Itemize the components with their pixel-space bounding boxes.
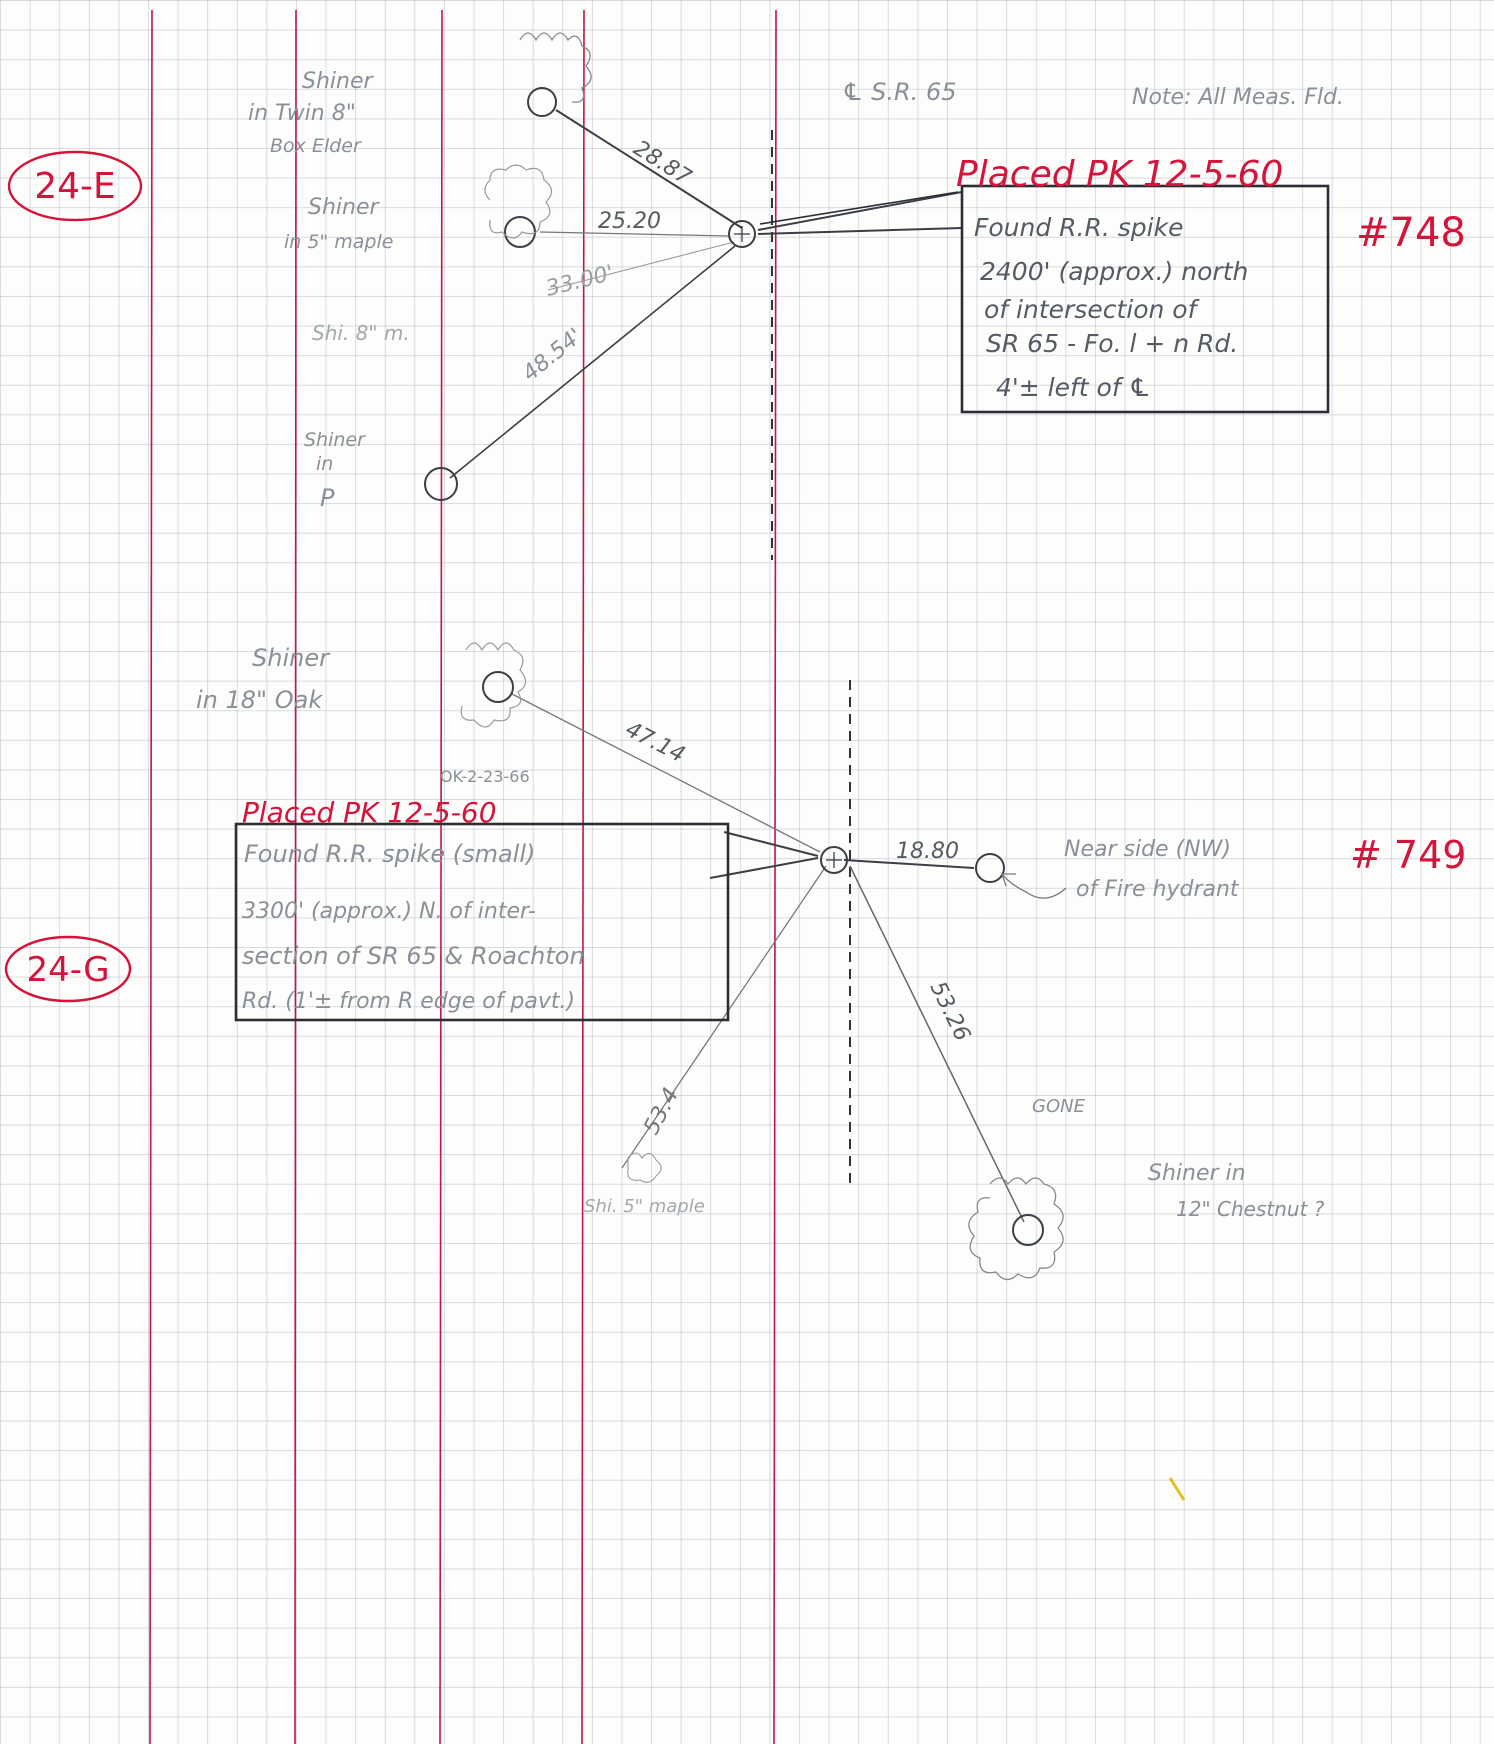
- ruling-line: [581, 9, 585, 1744]
- ref-point-18in-oak: [482, 671, 514, 703]
- station-748-sketch: [424, 32, 1330, 501]
- leader-line: [757, 227, 963, 235]
- tree-canopy-sketch: [484, 164, 553, 239]
- station-number-749: # 749: [1350, 833, 1466, 877]
- ref-point-fire-hydrant: [975, 853, 1005, 883]
- ref-label: in Twin 8": [248, 101, 356, 126]
- box-line: Found R.R. spike (small): [244, 840, 535, 868]
- ref-point-box-elder: [527, 87, 557, 117]
- station-749-distances: 47.14 18.80 53.26 53.4: [621, 717, 974, 1139]
- tie-line-8in-maple: [547, 241, 735, 291]
- ref-label: Shi. 5" maple: [584, 1196, 705, 1217]
- station-number-748: #748: [1356, 210, 1466, 256]
- distance-label: 18.80: [896, 839, 959, 864]
- station-749-sketch: [234, 642, 1067, 1281]
- ref-point-chestnut: [1012, 1214, 1044, 1246]
- pk-point-749: [820, 846, 848, 874]
- centerline-label: ℄ S.R. 65: [842, 78, 956, 106]
- tie-line-chestnut: [849, 865, 1025, 1223]
- station-748-ref-labels: Shiner in Twin 8" Box Elder Shiner in 5"…: [248, 69, 410, 512]
- tree-canopy-sketch: [968, 1177, 1064, 1281]
- ruling-line: [773, 9, 777, 1744]
- ref-label: Shiner: [252, 644, 331, 672]
- distance-label: 25.20: [598, 209, 661, 234]
- ref-label: of Fire hydrant: [1076, 877, 1240, 902]
- tie-line-fire-hydrant: [843, 859, 975, 869]
- station-748-distances: 28.87 25.20 33.00' 48.54': [518, 136, 695, 387]
- placed-pk-748: Placed PK 12-5-60: [956, 154, 1283, 195]
- tree-canopy-sketch: [627, 1152, 662, 1183]
- box-line: section of SR 65 & Roachton: [242, 942, 585, 970]
- section-label-24-g: 24-G: [26, 950, 109, 990]
- distance-label: 48.54': [518, 324, 587, 387]
- ref-label: in 5" maple: [284, 231, 393, 253]
- yellow-mark: [1168, 1477, 1186, 1501]
- ref-label: in 18" Oak: [196, 686, 323, 714]
- station-748-description: Found R.R. spike 2400' (approx.) north o…: [974, 213, 1248, 402]
- box-line: SR 65 - Fo. l + n Rd.: [986, 329, 1238, 358]
- distance-label: 33.00': [543, 261, 616, 302]
- station-748-note-box: [960, 184, 1330, 414]
- tie-line-18in-oak: [511, 693, 821, 853]
- box-line: Found R.R. spike: [974, 213, 1183, 242]
- ref-label: in: [316, 453, 333, 475]
- ruling-line: [294, 9, 297, 1744]
- ref-label: 12" Chestnut ?: [1176, 1197, 1325, 1221]
- station-749-ref-labels: Shiner in 18" Oak Near side (NW) of Fire…: [196, 644, 1325, 1221]
- box-line: of intersection of: [984, 295, 1200, 324]
- ref-label: P: [320, 484, 335, 512]
- tie-line-5in-maple: [621, 865, 827, 1169]
- distance-label: 47.14: [621, 717, 688, 768]
- ref-label: Shiner: [308, 195, 380, 220]
- section-label-24-e: 24-E: [34, 166, 116, 207]
- note-label: Note: All Meas. Fld.: [1132, 85, 1344, 110]
- section-markers: [4, 150, 143, 1003]
- section-circle-24-e: [7, 150, 143, 222]
- tie-line-box-elder: [555, 109, 743, 229]
- box-line: Rd. (1'± from R edge of pavt.): [242, 989, 575, 1014]
- centerline-dashes: [771, 130, 851, 1190]
- gone-status: GONE: [1032, 1096, 1086, 1117]
- tree-canopy-sketch: [460, 642, 527, 728]
- ruling-lines: [149, 9, 777, 1744]
- check-note: OK-2-23-66: [440, 767, 530, 786]
- ref-label: Shiner: [302, 69, 374, 94]
- distance-label: 28.87: [629, 136, 696, 191]
- hydrant-arrow: [1001, 873, 1067, 899]
- ref-label: Near side (NW): [1064, 837, 1231, 862]
- tie-line-5in-maple: [539, 231, 731, 237]
- ref-point-5in-maple: [504, 216, 536, 248]
- ref-label: Shiner in: [1148, 1161, 1246, 1186]
- ruling-line: [149, 9, 153, 1744]
- distance-label: 53.4: [639, 1084, 684, 1139]
- leader-line: [709, 857, 819, 879]
- ref-label: Shi. 8" m.: [312, 321, 410, 345]
- leader-line: [723, 831, 819, 857]
- box-line: 3300' (approx.) N. of inter-: [242, 899, 536, 924]
- ref-label: Shiner: [304, 429, 366, 451]
- tree-canopy-sketch: [519, 32, 592, 103]
- ref-point-p: [424, 467, 458, 501]
- ruling-line: [439, 9, 443, 1744]
- section-circle-24-g: [4, 935, 132, 1003]
- station-749-description: Found R.R. spike (small) 3300' (approx.)…: [242, 840, 585, 1014]
- box-line: 2400' (approx.) north: [980, 257, 1248, 286]
- ref-label: Box Elder: [270, 135, 362, 157]
- tie-line-p: [449, 245, 736, 479]
- station-749-note-box: [234, 822, 730, 1022]
- pk-point-748: [728, 220, 756, 248]
- placed-pk-749: Placed PK 12-5-60: [242, 796, 497, 829]
- leader-line: [757, 191, 963, 231]
- box-line: 4'± left of ℄: [996, 373, 1151, 402]
